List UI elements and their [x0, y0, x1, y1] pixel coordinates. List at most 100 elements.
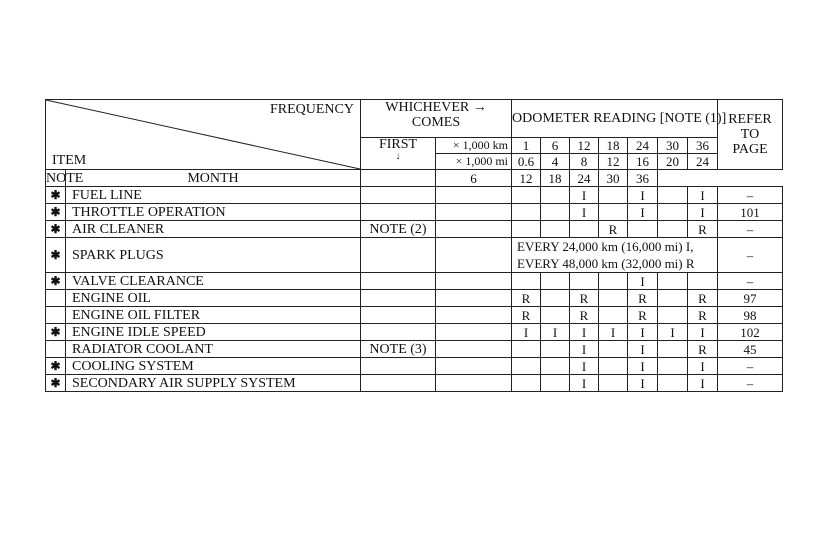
month-cell — [435, 203, 512, 221]
month-cell — [435, 357, 512, 375]
star-mark — [45, 289, 66, 307]
page-label: PAGE — [732, 142, 768, 157]
month-value: 36 — [627, 169, 658, 187]
maintenance-schedule-table: FREQUENCY ITEM WHICHEVER → COMES ODOMETE… — [45, 99, 783, 392]
month-cell — [435, 306, 512, 324]
page-ref-cell: – — [717, 272, 783, 290]
schedule-cell: I — [569, 340, 599, 358]
schedule-cell — [540, 203, 570, 221]
mi-value: 16 — [627, 153, 658, 170]
schedule-cell — [657, 340, 688, 358]
frequency-label: FREQUENCY — [269, 102, 354, 117]
note-cell: NOTE (2) — [360, 220, 436, 238]
month-value: 18 — [540, 169, 570, 187]
month-cell — [435, 323, 512, 341]
month-value: 30 — [598, 169, 628, 187]
page-ref-cell: 102 — [717, 323, 783, 341]
comes-label: COMES — [411, 115, 461, 130]
schedule-cell — [511, 186, 541, 204]
km-value: 12 — [569, 137, 599, 154]
schedule-cell — [540, 374, 570, 392]
whichever-label: WHICHEVER → — [385, 100, 487, 115]
month-cell — [435, 289, 512, 307]
item-name: AIR CLEANER — [65, 220, 361, 238]
refer-label: REFER — [728, 112, 772, 127]
schedule-cell — [598, 186, 628, 204]
km-value: 30 — [657, 137, 688, 154]
interval-line-2: EVERY 48,000 km (32,000 mi) R — [517, 256, 695, 271]
note-column-header: NOTE — [45, 169, 84, 187]
month-cell — [435, 220, 512, 238]
schedule-cell: I — [511, 323, 541, 341]
item-name: SECONDARY AIR SUPPLY SYSTEM — [65, 374, 361, 392]
page-ref-cell: 45 — [717, 340, 783, 358]
item-name: ENGINE IDLE SPEED — [65, 323, 361, 341]
schedule-cell — [540, 272, 570, 290]
schedule-cell — [598, 306, 628, 324]
schedule-cell: I — [687, 203, 718, 221]
schedule-cell: I — [540, 323, 570, 341]
schedule-cell — [569, 220, 599, 238]
schedule-cell — [598, 272, 628, 290]
month-cell — [435, 340, 512, 358]
mi-value: 0.6 — [511, 153, 541, 170]
schedule-cell — [657, 357, 688, 375]
schedule-cell: R — [569, 289, 599, 307]
schedule-cell: I — [627, 186, 658, 204]
page-ref-cell: – — [717, 220, 783, 238]
note-cell — [360, 323, 436, 341]
note-cell — [360, 306, 436, 324]
schedule-cell — [657, 272, 688, 290]
month-cell — [435, 272, 512, 290]
schedule-cell: I — [569, 203, 599, 221]
month-value: 12 — [511, 169, 541, 187]
to-label: TO — [740, 127, 760, 142]
schedule-cell: R — [627, 306, 658, 324]
schedule-cell: I — [627, 203, 658, 221]
schedule-cell: R — [627, 289, 658, 307]
schedule-cell — [540, 340, 570, 358]
month-value: 24 — [569, 169, 599, 187]
star-mark: ✱ — [45, 323, 66, 341]
mi-value: 12 — [598, 153, 628, 170]
schedule-cell — [598, 203, 628, 221]
item-name: RADIATOR COOLANT — [65, 340, 361, 358]
star-mark: ✱ — [45, 186, 66, 204]
whichever-comes-first-header: WHICHEVER → COMES — [360, 99, 512, 138]
month-value — [360, 169, 436, 187]
schedule-cell: I — [687, 323, 718, 341]
schedule-cell — [540, 220, 570, 238]
odometer-header: ODOMETER READING [NOTE (1)] — [511, 99, 726, 138]
km-value: 36 — [687, 137, 718, 154]
schedule-cell — [511, 203, 541, 221]
km-value: 18 — [598, 137, 628, 154]
star-mark: ✱ — [45, 203, 66, 221]
note-cell — [360, 289, 436, 307]
refer-to-page-header: REFER TO PAGE — [717, 99, 783, 170]
item-name: ENGINE OIL — [65, 289, 361, 307]
down-arrow-icon: ↓ — [395, 151, 401, 162]
star-mark — [45, 340, 66, 358]
item-name: COOLING SYSTEM — [65, 357, 361, 375]
schedule-cell: R — [687, 220, 718, 238]
page-ref-cell: 101 — [717, 203, 783, 221]
star-mark: ✱ — [45, 220, 66, 238]
km-unit-label: × 1,000 km — [435, 137, 512, 154]
schedule-cell — [540, 306, 570, 324]
schedule-cell: R — [511, 289, 541, 307]
first-label: FIRST — [378, 137, 418, 152]
item-label: ITEM — [52, 153, 87, 168]
note-cell — [360, 186, 436, 204]
schedule-cell — [511, 220, 541, 238]
page-ref-cell: – — [717, 237, 783, 273]
first-label-cell: FIRST↓ — [360, 137, 436, 170]
schedule-cell: R — [687, 289, 718, 307]
mi-value: 8 — [569, 153, 599, 170]
schedule-cell — [657, 186, 688, 204]
